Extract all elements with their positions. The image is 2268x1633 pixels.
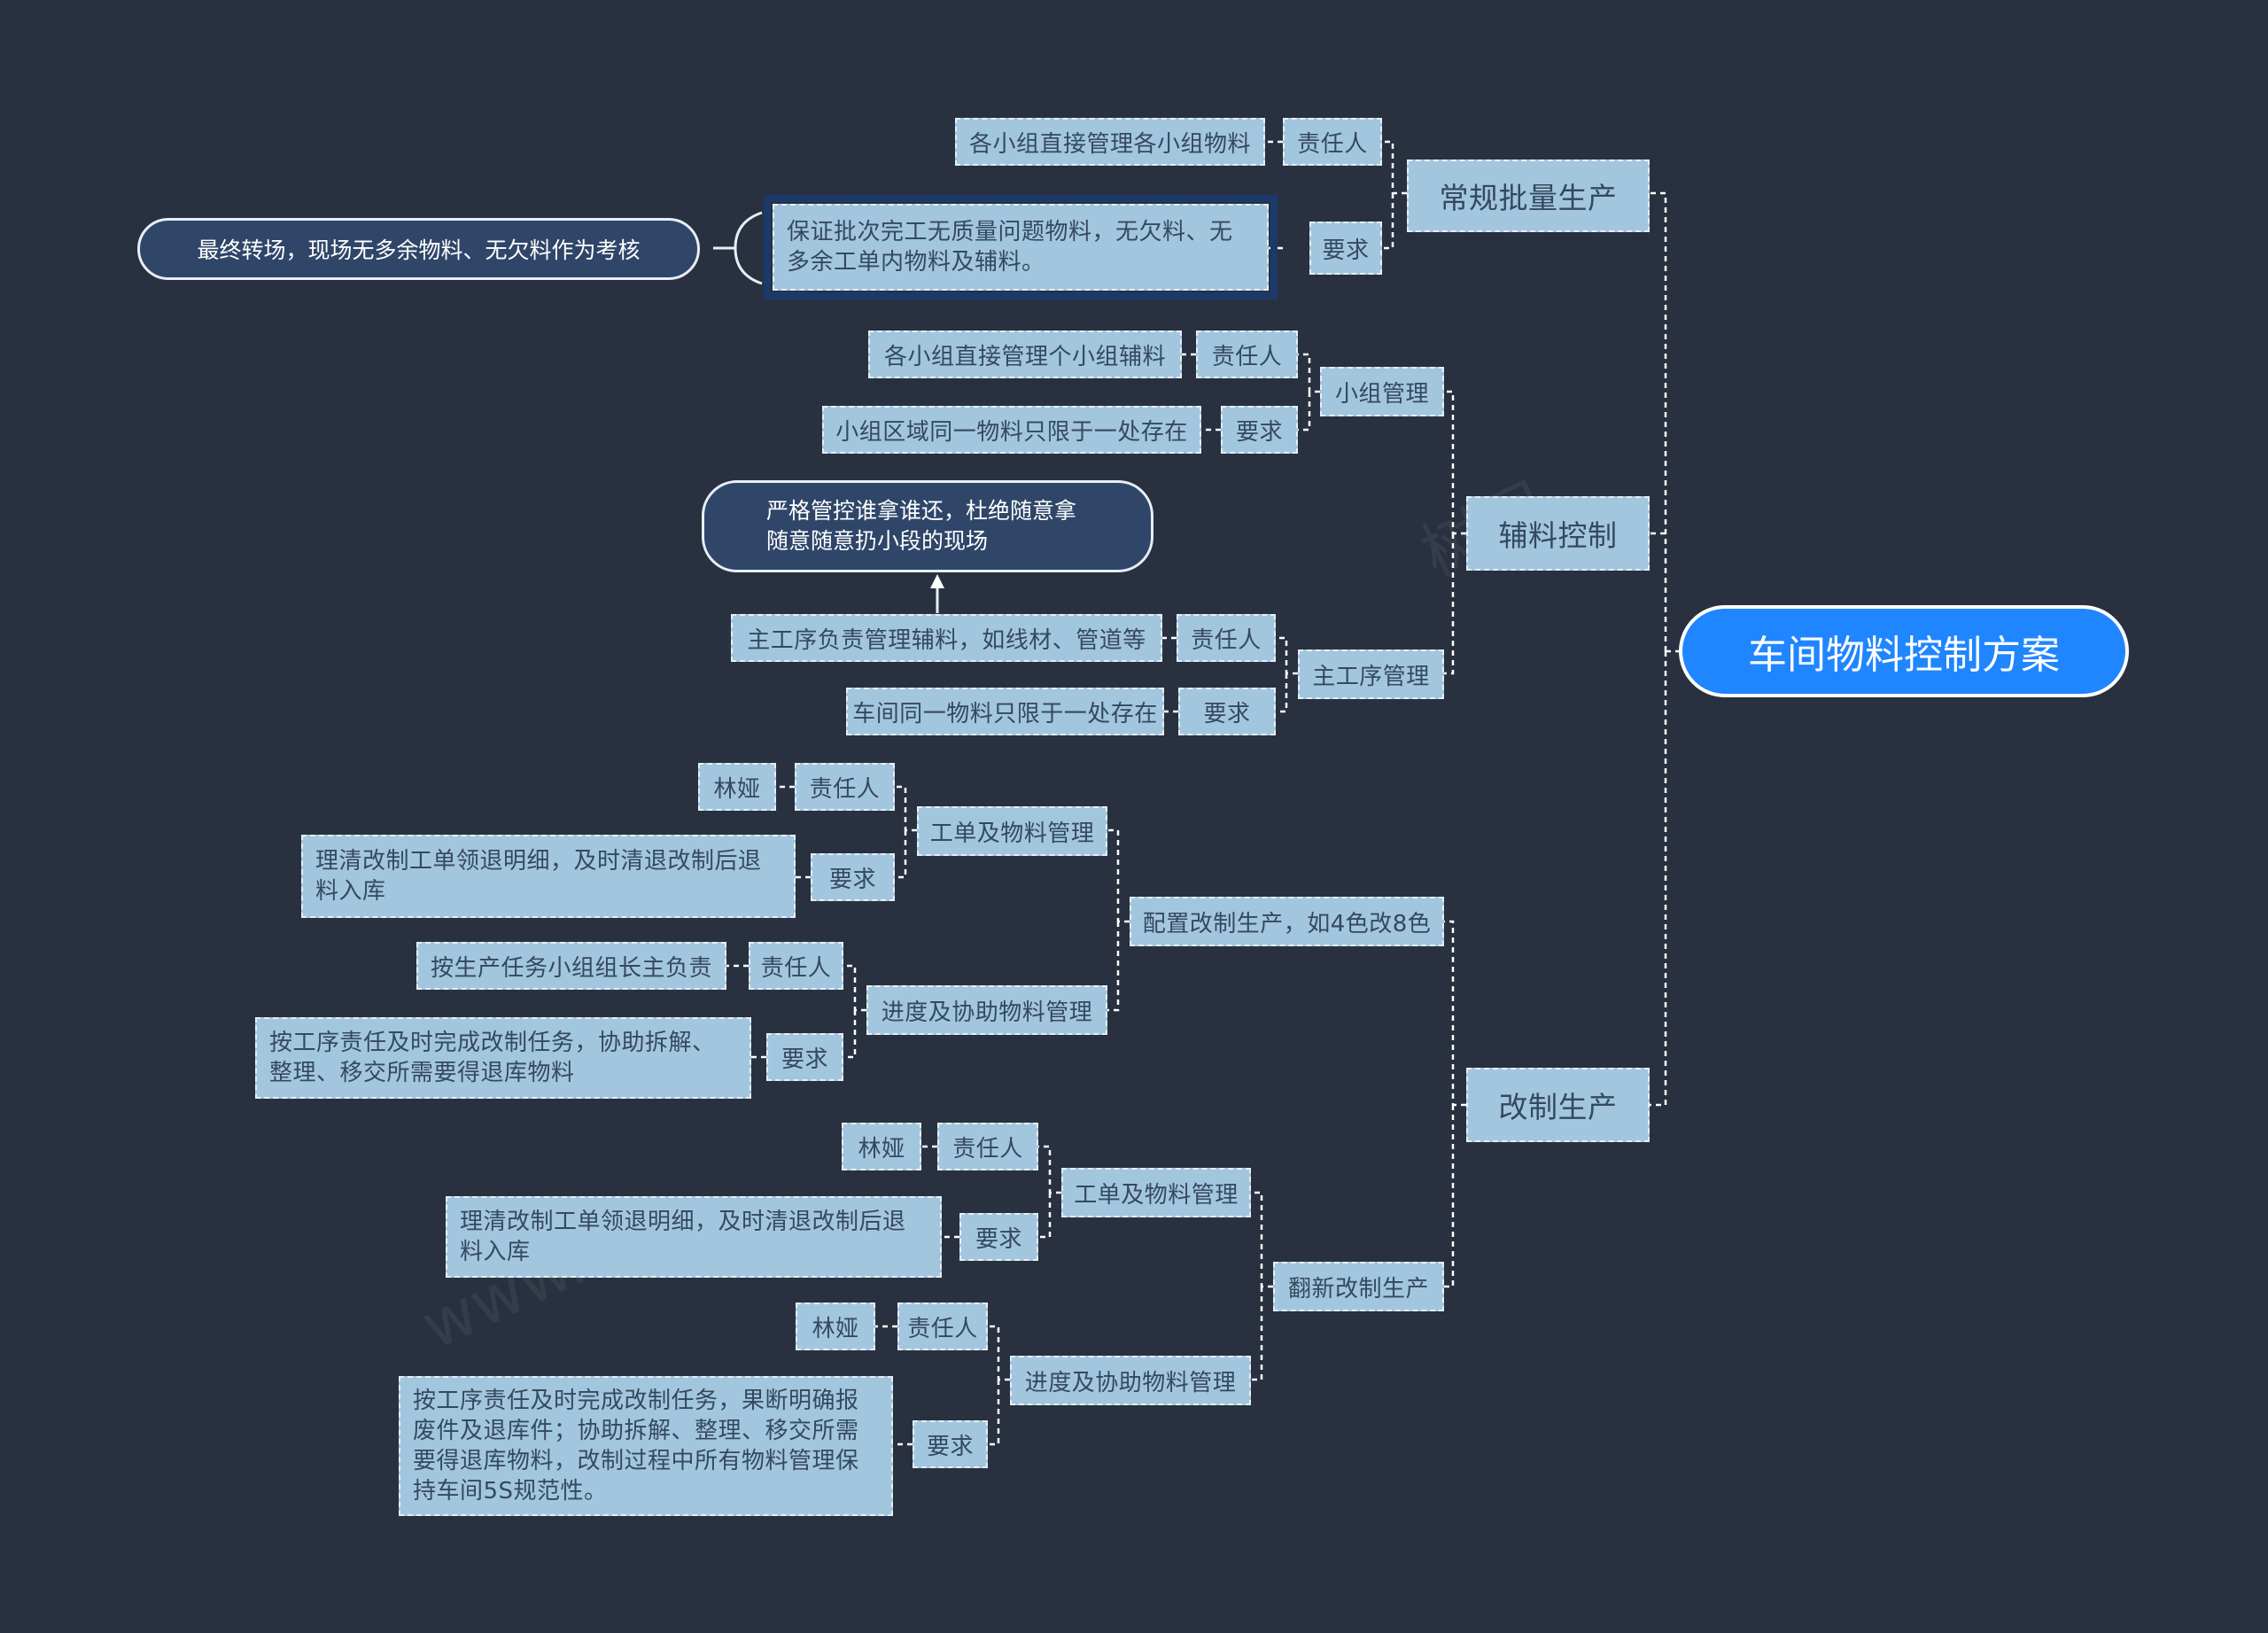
branch-rework[interactable]: 改制生产 xyxy=(1466,1068,1650,1142)
config-progress-req-label[interactable]: 要求 xyxy=(766,1033,843,1081)
aux-main-req-text[interactable]: 车间同一物料只限于一处存在 xyxy=(846,688,1164,735)
aux-main-label[interactable]: 主工序管理 xyxy=(1298,649,1444,699)
renew-progress-req-text[interactable]: 按工序责任及时完成改制任务，果断明确报废件及退库件；协助拆解、整理、移交所需要得… xyxy=(399,1376,893,1516)
regular-owner-label[interactable]: 责任人 xyxy=(1283,118,1382,166)
renew-order-label[interactable]: 工单及物料管理 xyxy=(1061,1168,1251,1217)
config-order-label[interactable]: 工单及物料管理 xyxy=(917,806,1107,856)
config-order-owner-label[interactable]: 责任人 xyxy=(795,763,895,811)
aux-group-owner-label[interactable]: 责任人 xyxy=(1196,330,1298,378)
config-order-owner-text[interactable]: 林娅 xyxy=(698,763,776,811)
rework-renew-label[interactable]: 翻新改制生产 xyxy=(1273,1262,1444,1311)
renew-order-req-text[interactable]: 理清改制工单领退明细，及时清退改制后退料入库 xyxy=(446,1196,942,1278)
regular-owner-text[interactable]: 各小组直接管理各小组物料 xyxy=(955,118,1265,166)
aux-group-owner-text[interactable]: 各小组直接管理个小组辅料 xyxy=(868,330,1182,378)
renew-progress-owner-label[interactable]: 责任人 xyxy=(897,1303,988,1350)
renew-order-req-label[interactable]: 要求 xyxy=(959,1213,1038,1261)
renew-progress-owner-text[interactable]: 林娅 xyxy=(796,1303,875,1350)
aux-main-req-label[interactable]: 要求 xyxy=(1178,688,1276,735)
aux-group-req-label[interactable]: 要求 xyxy=(1221,406,1298,454)
aux-group-label[interactable]: 小组管理 xyxy=(1320,367,1444,416)
renew-progress-label[interactable]: 进度及协助物料管理 xyxy=(1010,1356,1251,1405)
config-progress-owner-label[interactable]: 责任人 xyxy=(749,942,843,990)
renew-order-owner-label[interactable]: 责任人 xyxy=(937,1123,1038,1170)
rework-config-label[interactable]: 配置改制生产，如4色改8色 xyxy=(1130,897,1444,946)
config-progress-req-text[interactable]: 按工序责任及时完成改制任务，协助拆解、整理、移交所需要得退库物料 xyxy=(255,1017,751,1099)
config-order-req-text[interactable]: 理清改制工单领退明细，及时清退改制后退料入库 xyxy=(301,835,796,918)
root-topic[interactable]: 车间物料控制方案 xyxy=(1679,605,2129,697)
regular-req-label[interactable]: 要求 xyxy=(1309,222,1382,275)
branch-aux-control[interactable]: 辅料控制 xyxy=(1466,496,1650,571)
config-progress-owner-text[interactable]: 按生产任务小组组长主负责 xyxy=(416,942,726,990)
aux-main-owner-text[interactable]: 主工序负责管理辅料，如线材、管道等 xyxy=(731,614,1162,662)
aux-group-req-text[interactable]: 小组区域同一物料只限于一处存在 xyxy=(822,406,1201,454)
config-order-req-label[interactable]: 要求 xyxy=(811,853,895,901)
renew-order-owner-text[interactable]: 林娅 xyxy=(842,1123,921,1170)
regular-req-text[interactable]: 保证批次完工无质量问题物料，无欠料、无多余工单内物料及辅料。 xyxy=(764,195,1278,299)
renew-progress-req-label[interactable]: 要求 xyxy=(913,1420,988,1468)
aux-main-owner-label[interactable]: 责任人 xyxy=(1177,614,1276,662)
branch-regular-batch[interactable]: 常规批量生产 xyxy=(1407,159,1650,232)
config-progress-label[interactable]: 进度及协助物料管理 xyxy=(866,985,1107,1035)
regular-req-note[interactable]: 最终转场，现场无多余物料、无欠料作为考核 xyxy=(137,218,700,280)
aux-main-owner-note[interactable]: 严格管控谁拿谁还，杜绝随意拿随意随意扔小段的现场 xyxy=(702,480,1153,572)
